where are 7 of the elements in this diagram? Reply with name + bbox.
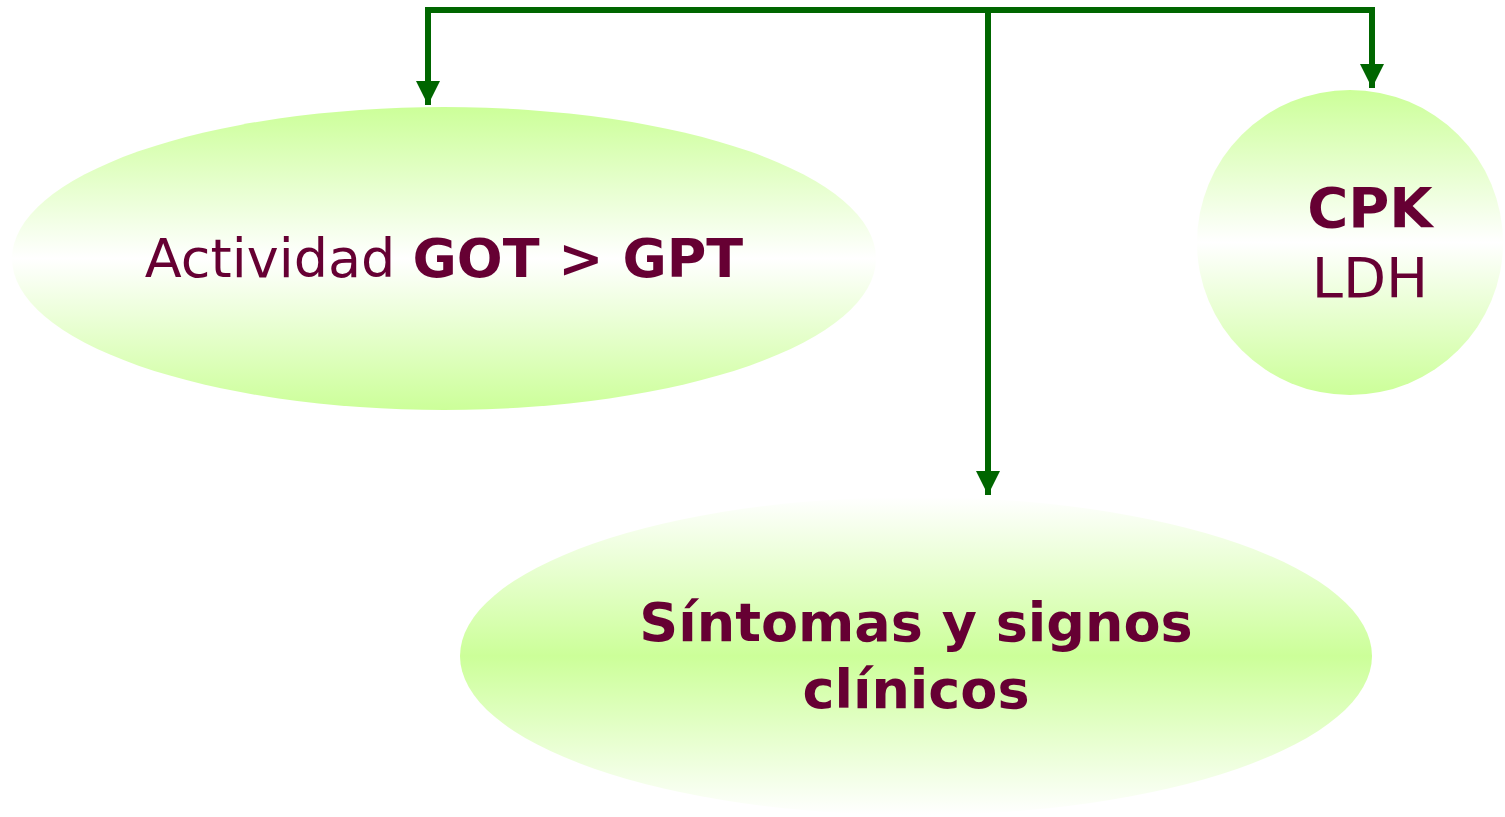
node-label: LDH	[1311, 243, 1429, 312]
arrow	[976, 10, 1000, 495]
node-label: Síntomas y signos clínicos	[638, 589, 1194, 723]
node-label: Actividad GOT > GPT	[144, 225, 744, 292]
arrow	[988, 7, 1384, 88]
node-label: CPK	[1307, 173, 1433, 242]
arrow	[416, 7, 988, 105]
